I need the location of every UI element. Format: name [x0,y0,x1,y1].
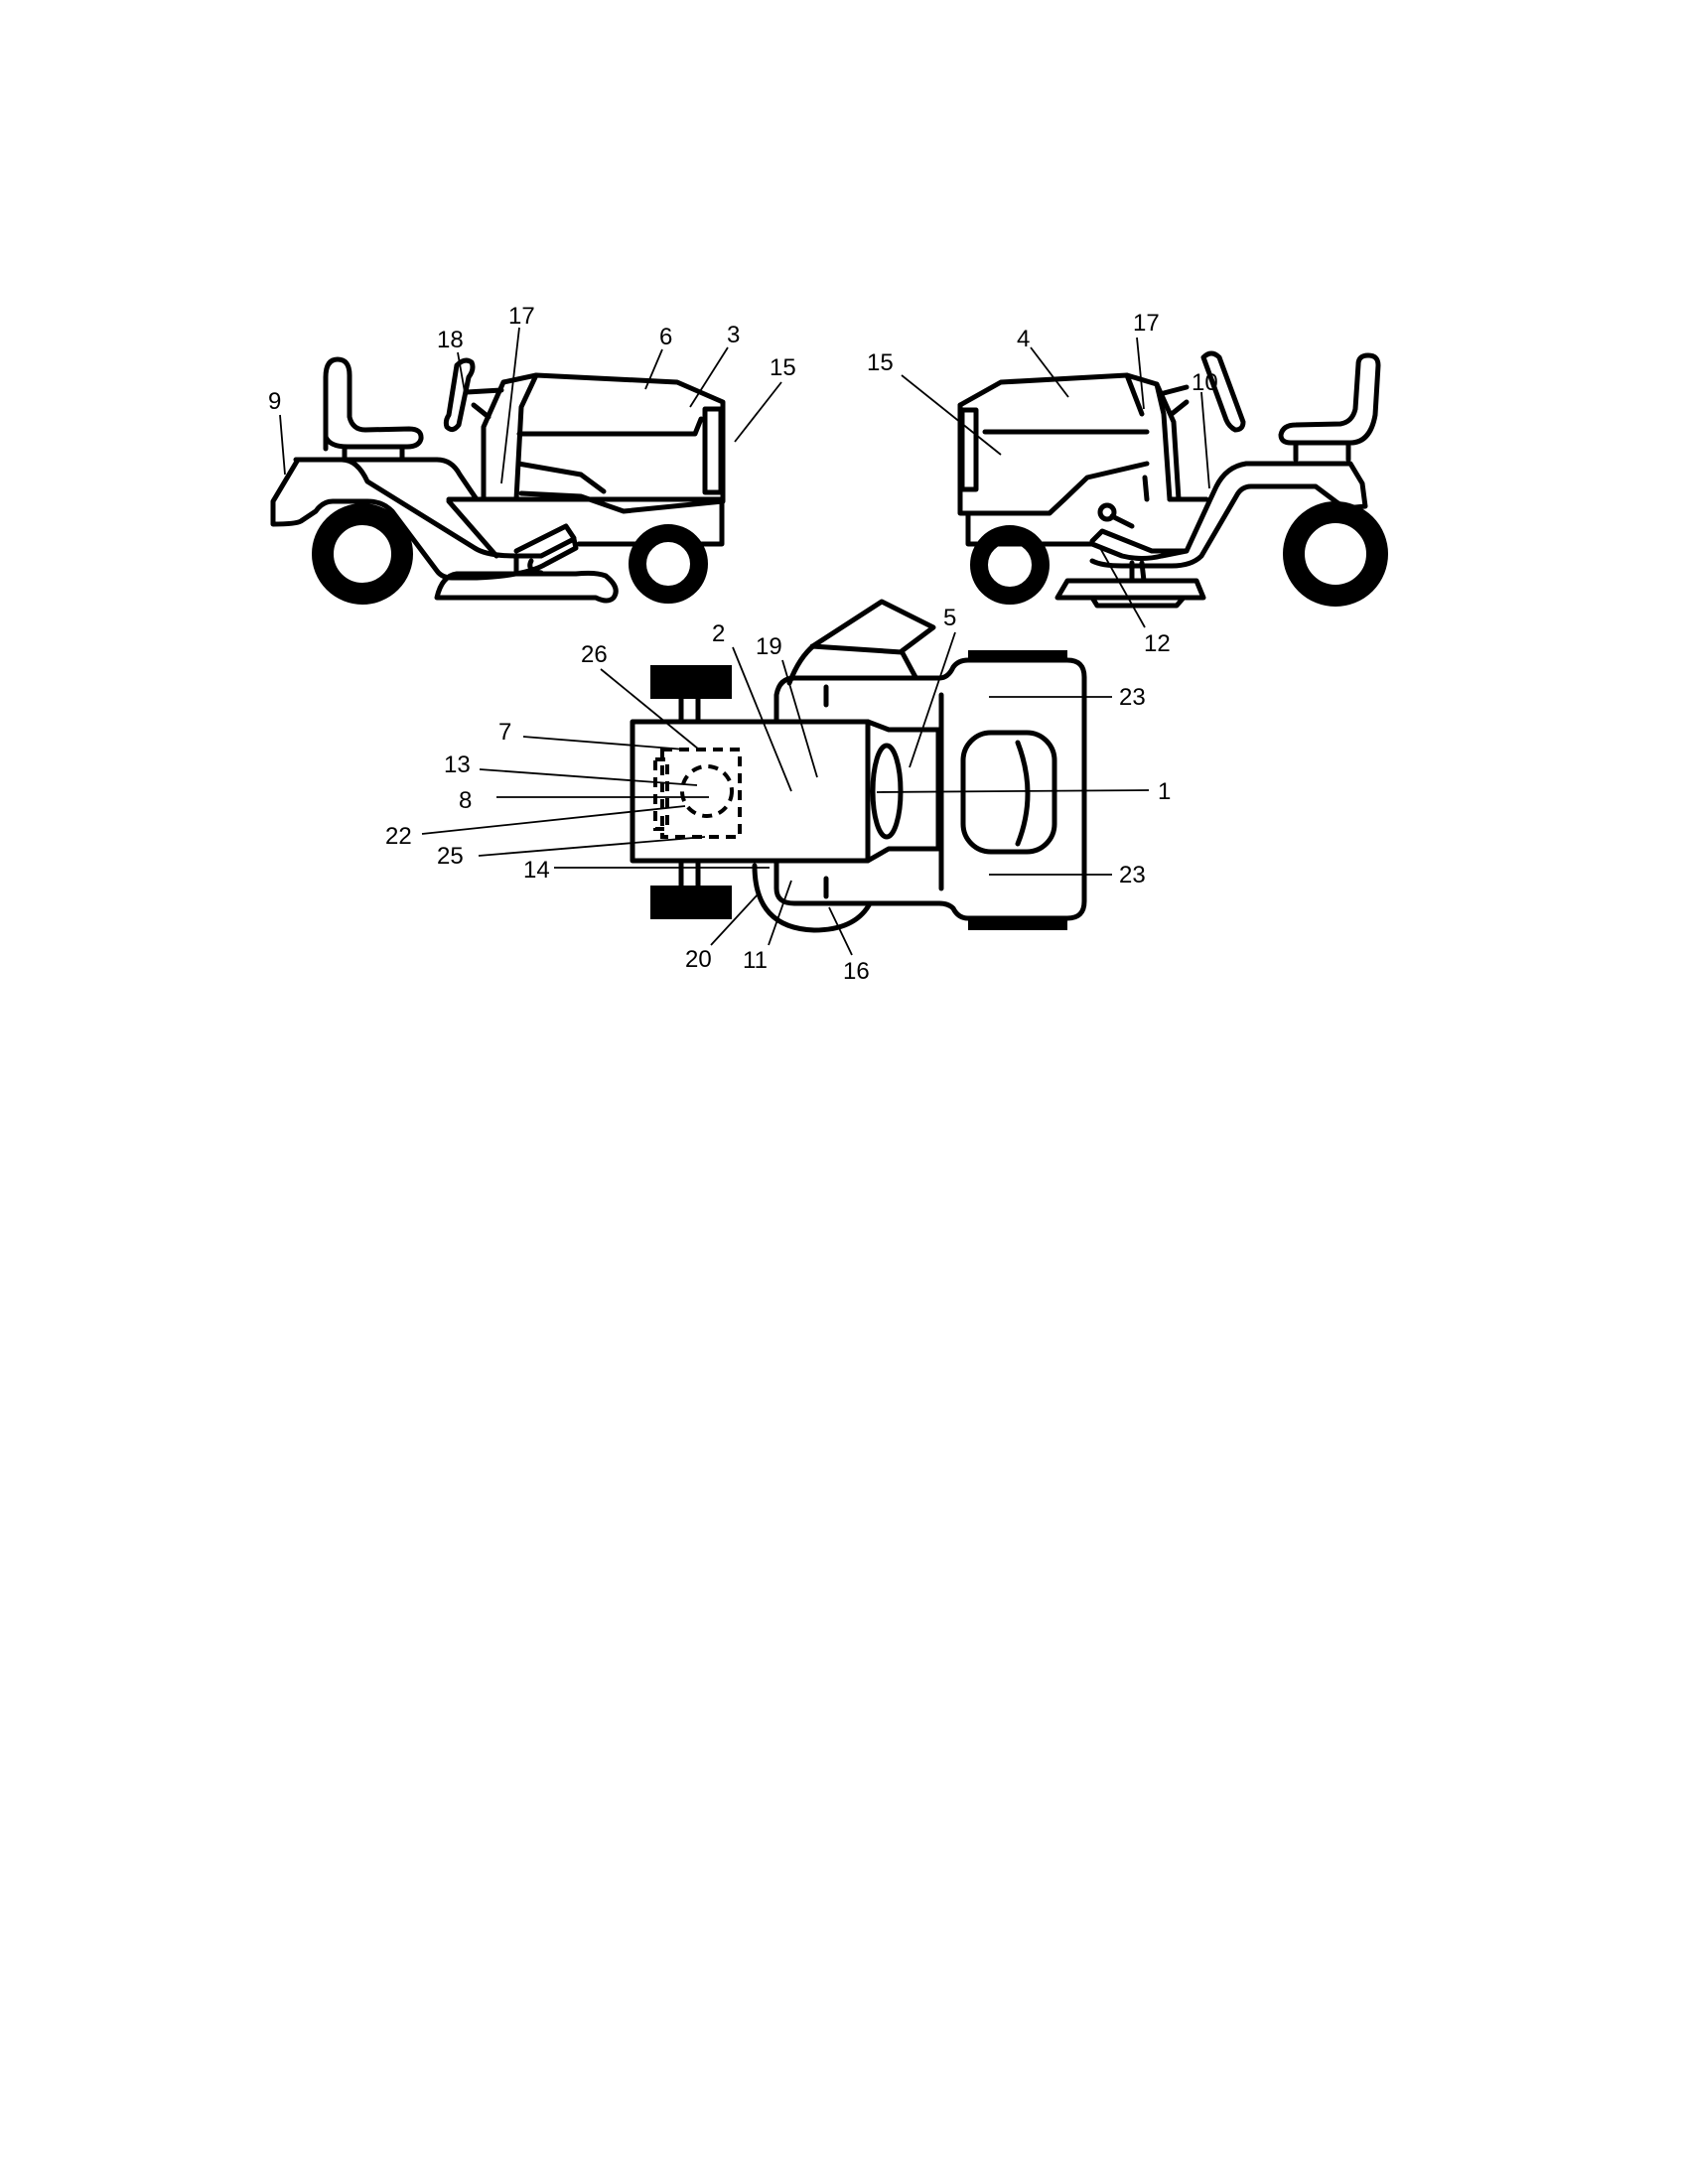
discharge-chute [786,599,936,686]
front-tire-top [968,650,1067,662]
left-leaders [279,327,782,484]
callout-22: 22 [385,823,412,850]
left-seat [323,356,424,452]
left-frame-line [293,457,499,559]
left-mower-deck [434,570,619,604]
left-grille [702,406,724,495]
callout-15: 15 [770,354,796,381]
callout-13: 13 [444,751,471,778]
callout-10: 10 [1192,369,1218,396]
callout-23-lower: 23 [1119,862,1146,888]
left-steering-wheel [443,357,476,433]
right-steering-wheel [1200,350,1246,433]
rear-tire-top [650,665,732,699]
left-side-view [270,356,726,605]
callout-23-upper: 23 [1119,684,1146,711]
tractor-frame-outline [773,657,1087,921]
callout-17: 17 [508,303,535,330]
right-leaders [901,337,1210,628]
right-labels: 15 4 17 10 12 [867,310,1218,657]
callout-3: 3 [727,322,740,348]
rear-body-top [630,719,871,864]
right-mower-deck [1054,578,1206,601]
callout-25: 25 [437,843,464,870]
right-grille [959,407,979,492]
callout-18: 18 [437,327,464,353]
callout-12: 12 [1144,630,1171,657]
callout-7: 7 [498,719,511,746]
left-hood [518,372,726,514]
callout-2: 2 [712,620,725,647]
callout-20: 20 [685,946,712,973]
callout-1: 1 [1158,778,1171,805]
callout-8: 8 [459,787,472,814]
callout-16: 16 [843,958,870,985]
callout-15-right: 15 [867,349,894,376]
callout-14: 14 [523,857,550,884]
top-leaders [421,631,1150,956]
rear-tire-bottom [650,886,732,919]
top-labels: 26 7 13 8 22 25 14 2 19 20 11 16 5 23 23… [385,605,1171,985]
callout-9: 9 [268,388,281,415]
callout-17-right: 17 [1133,310,1160,337]
callout-4: 4 [1017,326,1030,352]
left-labels: 9 18 17 6 3 15 [268,303,796,415]
callout-19: 19 [756,633,782,660]
mower-deck-outline [752,863,872,933]
right-seat [1278,352,1381,446]
left-dash-column [481,372,539,502]
front-tire-bottom [968,918,1067,930]
callout-5: 5 [943,605,956,631]
callout-26: 26 [581,641,608,668]
right-side-view [957,350,1388,609]
callout-6: 6 [659,324,672,350]
callout-11: 11 [743,947,768,974]
top-view [630,599,1087,933]
